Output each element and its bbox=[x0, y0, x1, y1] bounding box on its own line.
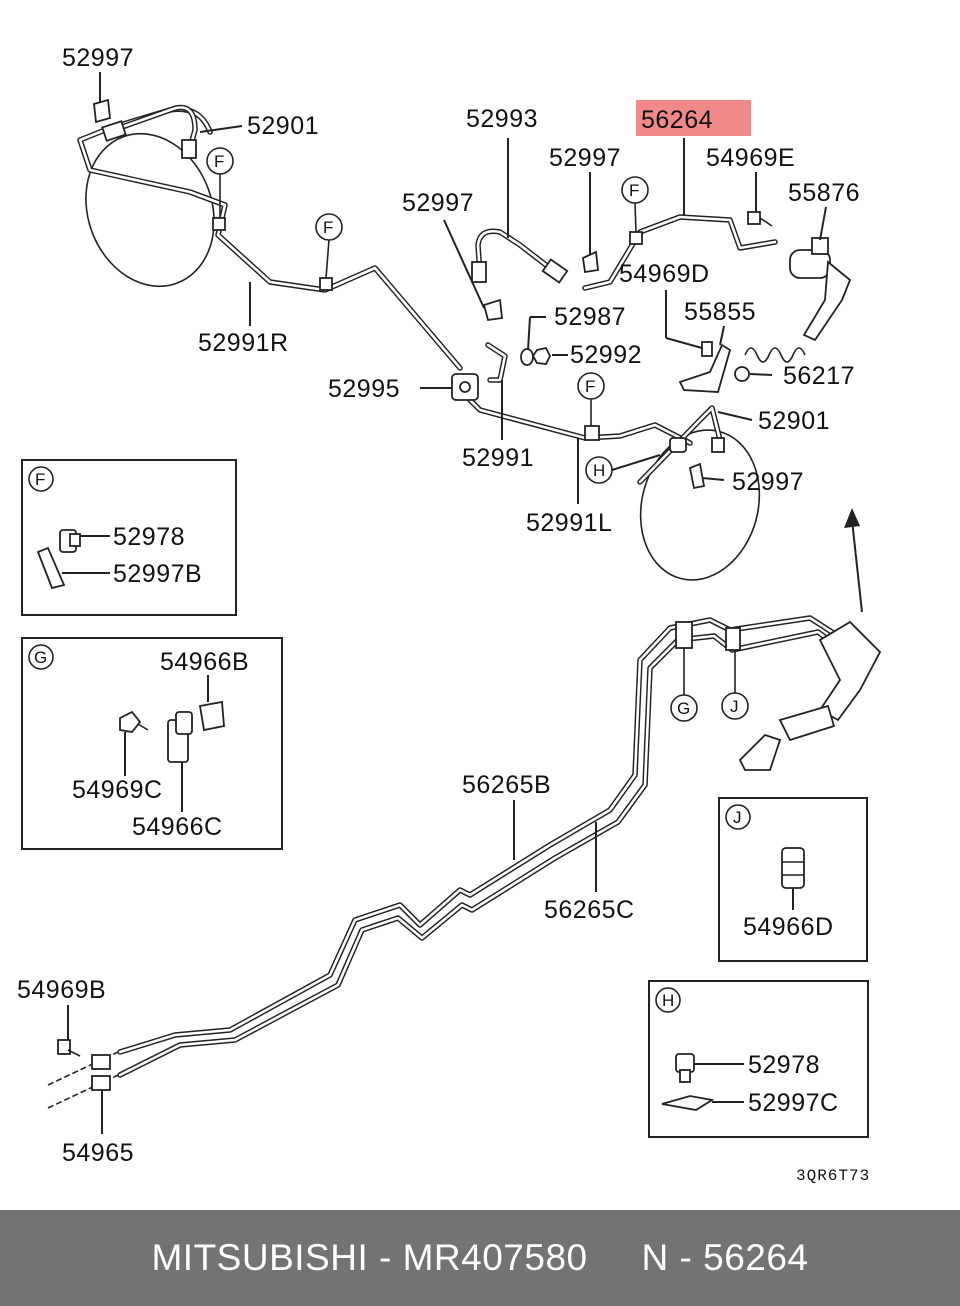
callout-52901-top: 52901 bbox=[247, 112, 319, 140]
clip-plate-icon bbox=[661, 1095, 715, 1111]
callout-52997-right: 52997 bbox=[732, 468, 804, 496]
clip-52997-right bbox=[688, 462, 706, 490]
fitting-right-drum bbox=[669, 437, 725, 453]
marker-F-1: F bbox=[206, 147, 234, 218]
clips-F-locations bbox=[212, 217, 643, 441]
location-markers: F F F F H G J bbox=[206, 147, 749, 722]
three-way-joint-52995 bbox=[451, 373, 479, 401]
front-union-54965 bbox=[91, 1054, 111, 1091]
svg-text:F: F bbox=[585, 377, 595, 396]
callout-52987: 52987 bbox=[554, 303, 626, 331]
drawing-code: 3QR6T73 bbox=[796, 1167, 870, 1185]
bleeder-screw-icon bbox=[675, 1053, 695, 1083]
marker-G: G bbox=[670, 648, 698, 722]
box-F-part-52978: 52978 bbox=[113, 523, 185, 551]
marker-J: J bbox=[721, 650, 749, 720]
callout-52997-left: 52997 bbox=[402, 189, 474, 217]
hose-52993 bbox=[471, 228, 569, 284]
box-H-part-52978: 52978 bbox=[748, 1051, 820, 1079]
bolt-54969B bbox=[57, 1039, 81, 1057]
tube-56264 bbox=[582, 214, 778, 291]
bushing-56217 bbox=[734, 366, 750, 382]
callout-52997-mid: 52997 bbox=[549, 144, 621, 172]
rear-right-drum-outline bbox=[639, 429, 761, 581]
box-H-part-52997C: 52997C bbox=[748, 1089, 839, 1117]
callout-52997-top: 52997 bbox=[62, 44, 134, 72]
bolt-54969E bbox=[747, 211, 773, 227]
box-G-part-54966B: 54966B bbox=[160, 648, 249, 676]
callout-52991L: 52991L bbox=[526, 509, 612, 537]
footer-part-title: MITSUBISHI - MR407580 N - 56264 bbox=[151, 1237, 809, 1278]
marker-H: H bbox=[585, 456, 613, 484]
marker-F-4: F bbox=[577, 372, 605, 426]
svg-text:F: F bbox=[35, 470, 45, 489]
marker-F-3: F bbox=[621, 176, 649, 233]
detail-box-F: F 52978 52997B bbox=[21, 459, 237, 616]
detail-box-G: G 54966B 54969C 54966C bbox=[21, 637, 283, 850]
lsp-bracket-lower bbox=[738, 620, 882, 771]
detail-box-J: J 54966D bbox=[718, 797, 868, 962]
svg-text:G: G bbox=[34, 648, 47, 667]
hose-52901-top bbox=[101, 104, 198, 159]
svg-text:F: F bbox=[629, 181, 639, 200]
tube-main-56265B bbox=[117, 615, 841, 1055]
tube-52991L bbox=[467, 397, 693, 446]
forward-arrow bbox=[844, 508, 863, 613]
box-J-part-54966D: 54966D bbox=[743, 913, 834, 941]
callout-52992: 52992 bbox=[570, 341, 642, 369]
lsp-valve-55876 bbox=[789, 237, 852, 342]
bolt-icon bbox=[119, 710, 149, 733]
svg-text:H: H bbox=[662, 991, 674, 1010]
tube-main-56265C bbox=[117, 629, 845, 1078]
clamp-icon bbox=[167, 711, 193, 763]
svg-text:J: J bbox=[733, 808, 742, 827]
callout-52901-right: 52901 bbox=[758, 407, 830, 435]
svg-text:J: J bbox=[730, 697, 739, 716]
footer-banner: MITSUBISHI - MR407580 N - 56264 bbox=[0, 1210, 960, 1306]
rear-left-drum-outline bbox=[85, 132, 215, 288]
box-G-part-54966C: 54966C bbox=[132, 813, 223, 841]
clip-plate-icon bbox=[36, 546, 66, 590]
callout-54969D: 54969D bbox=[619, 260, 710, 288]
callout-56265B: 56265B bbox=[462, 771, 551, 799]
brake-line-diagram: 52997 52901 52993 56264 52997 54969E 558… bbox=[17, 44, 882, 1185]
box-F-part-52997B: 52997B bbox=[113, 560, 202, 588]
callout-55855: 55855 bbox=[684, 298, 756, 326]
gasket-52987 bbox=[520, 348, 534, 366]
bracket-54969D bbox=[678, 341, 732, 393]
callout-56264: 56264 bbox=[641, 106, 713, 134]
nut-52992 bbox=[531, 346, 552, 365]
box-G-part-54969C: 54969C bbox=[72, 776, 163, 804]
callout-52991: 52991 bbox=[462, 444, 534, 472]
callout-55876: 55876 bbox=[788, 179, 860, 207]
clip-52997-left bbox=[482, 298, 503, 322]
spring-55855 bbox=[744, 347, 806, 363]
double-clip-icon bbox=[781, 847, 805, 889]
clip-52997-top bbox=[93, 98, 111, 124]
leader-lines bbox=[67, 72, 827, 1134]
part-callouts: 52997 52901 52993 56264 52997 54969E 558… bbox=[17, 44, 860, 1167]
svg-text:F: F bbox=[214, 152, 224, 171]
callout-54969E: 54969E bbox=[706, 144, 795, 172]
callout-52995: 52995 bbox=[328, 375, 400, 403]
highlight-56264 bbox=[636, 100, 751, 136]
clip-52997-mid bbox=[582, 250, 599, 274]
callout-54969B: 54969B bbox=[17, 976, 106, 1004]
svg-text:G: G bbox=[677, 699, 690, 718]
callout-52991R: 52991R bbox=[198, 329, 289, 357]
svg-text:F: F bbox=[323, 218, 333, 237]
detail-box-H: H 52978 52997C bbox=[648, 980, 869, 1138]
tube-52991 bbox=[485, 342, 508, 383]
callout-56265C: 56265C bbox=[544, 896, 635, 924]
marker-F-2: F bbox=[315, 213, 343, 279]
bleeder-screw-icon bbox=[59, 529, 81, 553]
callout-54965: 54965 bbox=[62, 1139, 134, 1167]
callout-52993: 52993 bbox=[466, 105, 538, 133]
clip-G-location bbox=[675, 621, 693, 649]
clip-J-location bbox=[725, 627, 741, 651]
callout-56217: 56217 bbox=[783, 362, 855, 390]
svg-text:H: H bbox=[593, 461, 605, 480]
clip-icon bbox=[198, 700, 225, 732]
